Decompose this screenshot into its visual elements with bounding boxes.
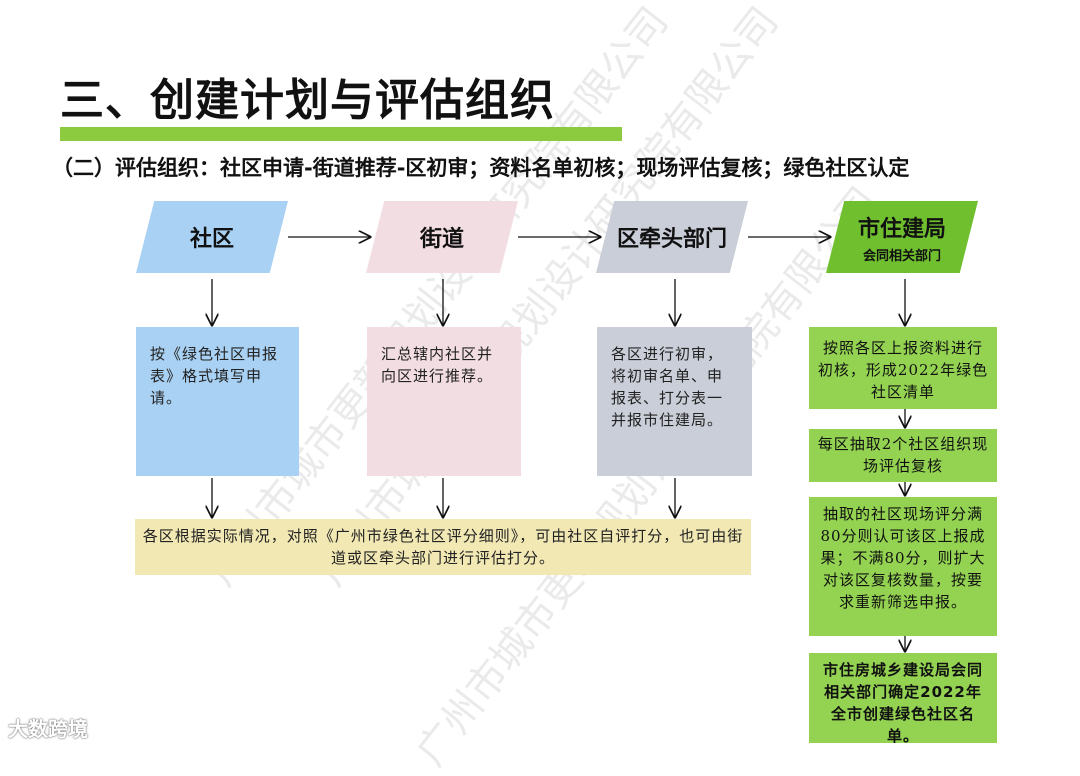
street-box: 汇总辖内社区并向区进行推荐。 bbox=[367, 327, 521, 476]
green-step-sampling: 每区抽取2个社区组织现场评估复核 bbox=[809, 429, 997, 482]
green-step-final-list: 市住房城乡建设局会同相关部门确定2022年全市创建绿色社区名单。 bbox=[809, 653, 997, 745]
stage-street: 街道 bbox=[366, 201, 518, 273]
district-box: 各区进行初审，将初审名单、申报表、打分表一并报市住建局。 bbox=[597, 327, 752, 476]
stage-sublabel: 会同相关部门 bbox=[862, 248, 941, 264]
stage-community: 社区 bbox=[136, 201, 288, 273]
stage-label: 社区 bbox=[189, 227, 234, 252]
stage-label: 区牵头部门 bbox=[616, 227, 727, 252]
stage-label: 市住建局 bbox=[857, 216, 946, 242]
page-title: 三、创建计划与评估组织 bbox=[60, 75, 555, 126]
green-step-initial-check: 按照各区上报资料进行初核，形成2022年绿色社区清单 bbox=[809, 327, 997, 409]
title-underline-bar bbox=[60, 127, 622, 141]
community-box: 按《绿色社区申报表》格式填写申请。 bbox=[136, 327, 299, 476]
logo-text: 大数跨境 bbox=[8, 717, 88, 741]
stage-label: 街道 bbox=[419, 227, 464, 252]
flow-arrows bbox=[0, 0, 1080, 743]
stage-city: 市住建局 会同相关部门 bbox=[826, 201, 978, 273]
stage-district: 区牵头部门 bbox=[596, 201, 748, 273]
green-step-scoring: 抽取的社区现场评分满80分则认可该区上报成果；不满80分，则扩大对该区复核数量，… bbox=[809, 497, 997, 636]
section-subtitle: （二）评估组织：社区申请-街道推荐-区初审；资料名单初核；现场评估复核；绿色社区… bbox=[52, 156, 910, 180]
evaluation-box: 各区根据实际情况，对照《广州市绿色社区评分细则》，可由社区自评打分，也可由街道或… bbox=[135, 519, 751, 575]
